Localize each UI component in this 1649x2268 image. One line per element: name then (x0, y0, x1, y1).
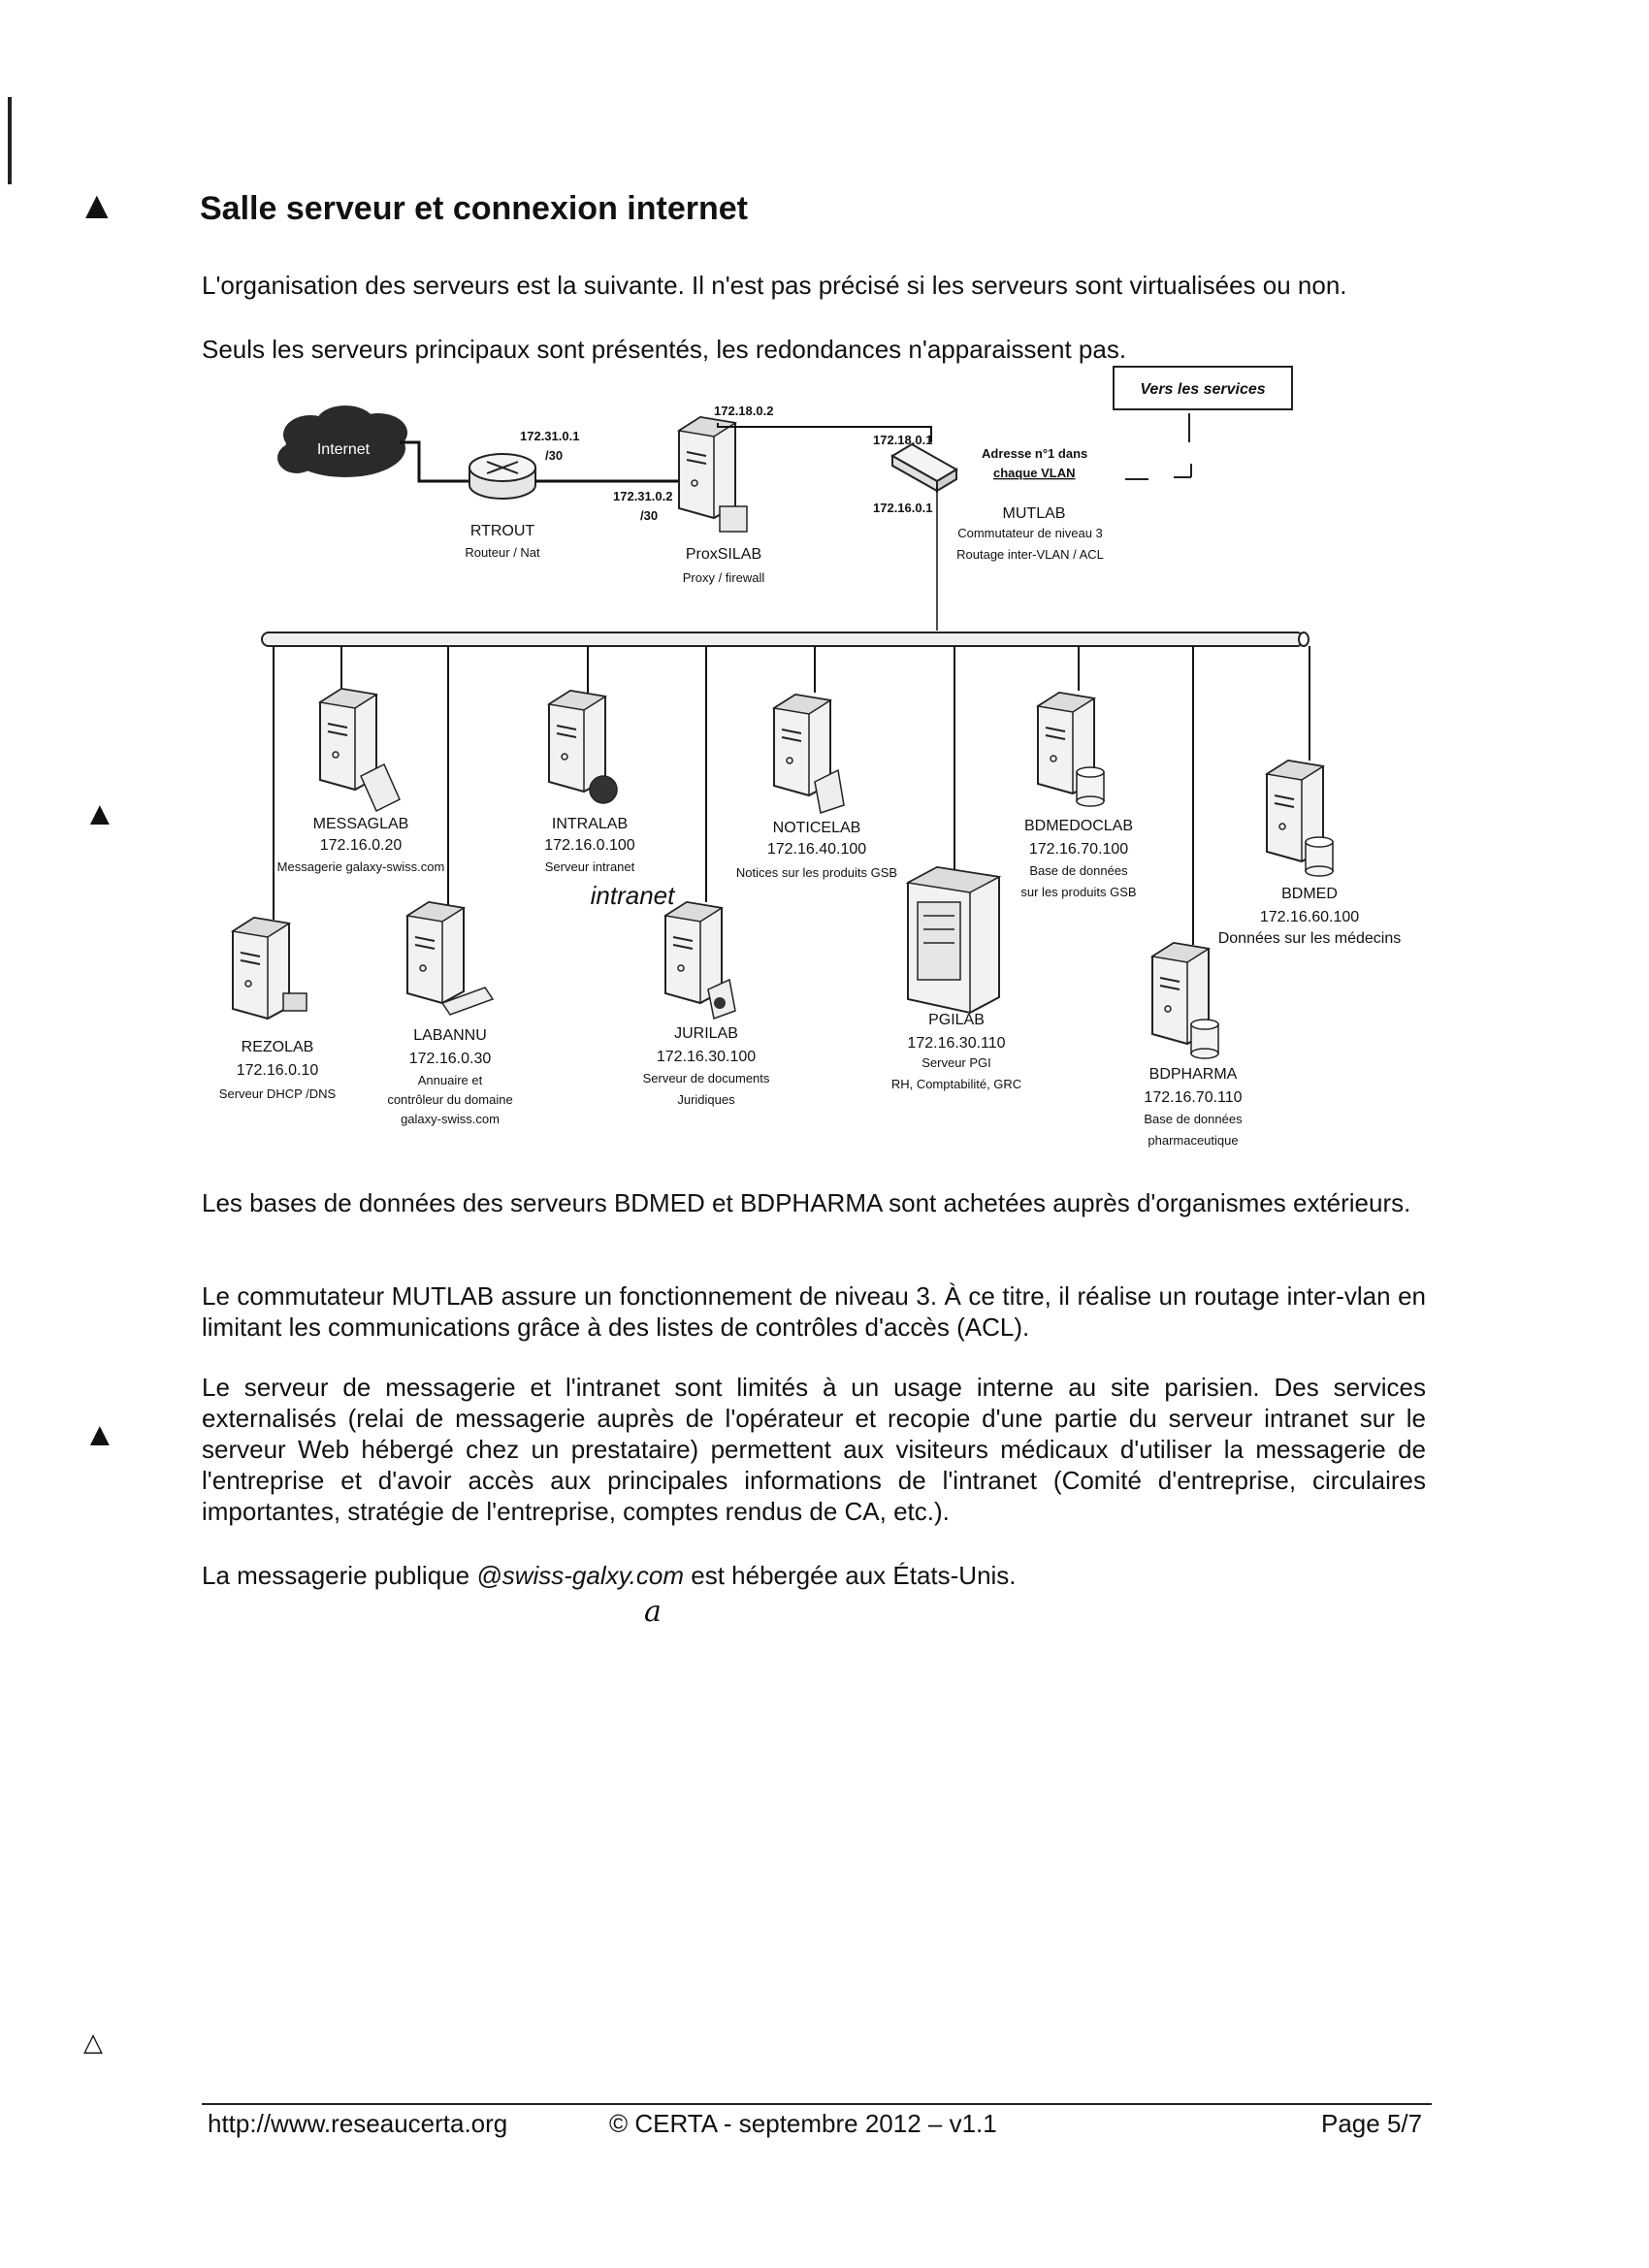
footer-copyright: © CERTA - septembre 2012 – v1.1 (609, 2109, 997, 2138)
scan-mark-4: △ (83, 2027, 103, 2057)
proxsilab-server-icon (678, 416, 736, 519)
handwritten-correction-a: a (644, 1595, 662, 1629)
bdpharma-desc-2: pharmaceutique (1148, 1133, 1238, 1148)
public-messaging-text-after: est hébergée aux États-Unis. (684, 1561, 1017, 1590)
bdmedoclab-name: BDMEDOCLAB (1024, 818, 1133, 834)
noticelab-name: NOTICELAB (773, 820, 861, 836)
labannu-name: LABANNU (413, 1027, 487, 1044)
paragraph-public-messaging: La messagerie publique @swiss-galxy.com … (202, 1560, 1426, 1591)
mutlab-ip-bottom: 172.16.0.1 (873, 501, 932, 515)
rezolab-ip: 172.16.0.10 (237, 1062, 319, 1079)
services-box-label: Vers les services (1140, 381, 1265, 398)
mutlab-desc-2: Routage inter-VLAN / ACL (956, 547, 1104, 562)
intralab-server-icon (548, 690, 606, 793)
public-messaging-text-before: La messagerie publique (202, 1561, 477, 1590)
intralab-desc: Serveur intranet (545, 859, 635, 874)
labannu-desc-1: Annuaire et (418, 1073, 483, 1087)
scan-edge-left (8, 97, 12, 184)
intranet-handwritten-note: intranet (591, 881, 676, 910)
proxsilab-name: ProxSILAB (686, 546, 761, 563)
internet-cloud-icon (277, 405, 407, 477)
page-title: Salle serveur et connexion internet (200, 190, 748, 227)
messaglab-desc: Messagerie galaxy-swiss.com (277, 859, 445, 874)
bdpharma-desc-1: Base de données (1144, 1112, 1243, 1126)
jurilab-desc-2: Juridiques (677, 1092, 735, 1107)
jurilab-name: JURILAB (674, 1025, 738, 1042)
database-icon (1190, 1019, 1219, 1059)
intro-line-2: Seuls les serveurs principaux sont prése… (202, 335, 1127, 364)
paragraph-mutlab: Le commutateur MUTLAB assure un fonction… (202, 1281, 1426, 1342)
labannu-desc-2: contrôleur du domaine (387, 1092, 512, 1107)
database-icon (1305, 836, 1334, 877)
labannu-ip: 172.16.0.30 (409, 1051, 492, 1067)
keyboard-icon (440, 987, 495, 1016)
network-diagram: Vers les services Internet 172.31.0.1 /3… (219, 366, 1402, 1148)
paragraph-messaging: Le serveur de messagerie et l'intranet s… (202, 1373, 1426, 1526)
bdpharma-ip: 172.16.70.110 (1144, 1089, 1242, 1106)
scan-mark-2: ▲ (83, 795, 116, 832)
pgilab-name: PGILAB (928, 1012, 985, 1028)
proxsilab-ip-left: 172.31.0.2 (613, 489, 672, 503)
internet-label: Internet (317, 441, 371, 458)
intralab-name: INTRALAB (552, 816, 628, 832)
rtrout-desc: Routeur / Nat (465, 545, 540, 560)
router-icon (469, 453, 536, 500)
paragraph-databases: Les bases de données des serveurs BDMED … (202, 1188, 1411, 1217)
monitor-icon (282, 992, 307, 1012)
rtrout-mask: /30 (545, 448, 563, 463)
network-bus (261, 632, 1310, 647)
database-icon (1076, 766, 1105, 807)
pgilab-server-icon (905, 865, 1002, 1015)
bdpharma-name: BDPHARMA (1149, 1066, 1238, 1083)
footer-page-number: Page 5/7 (1321, 2109, 1423, 2138)
messaglab-ip: 172.16.0.20 (320, 837, 403, 854)
pgilab-desc-1: Serveur PGI (922, 1055, 991, 1070)
services-box (1113, 366, 1293, 410)
bdmedoclab-ip: 172.16.70.100 (1029, 841, 1128, 858)
mutlab-note-2: chaque VLAN (993, 466, 1076, 480)
rezolab-desc: Serveur DHCP /DNS (219, 1086, 337, 1101)
mutlab-note-1: Adresse n°1 dans (982, 446, 1087, 461)
noticelab-desc: Notices sur les produits GSB (736, 865, 897, 880)
bdmed-desc: Données sur les médecins (1218, 930, 1402, 947)
rtrout-ip: 172.31.0.1 (520, 429, 579, 443)
intralab-ip: 172.16.0.100 (544, 837, 635, 854)
intro-line-1: L'organisation des serveurs est la suiva… (202, 271, 1347, 300)
pgilab-ip: 172.16.30.110 (907, 1035, 1005, 1052)
rtrout-name: RTROUT (470, 523, 535, 539)
proxsilab-desc: Proxy / firewall (683, 570, 765, 585)
footer-rule (202, 2103, 1432, 2105)
mutlab-desc-1: Commutateur de niveau 3 (957, 526, 1103, 540)
rezolab-server-icon (232, 917, 290, 1020)
mutlab-ip-top: 172.18.0.1 (873, 433, 932, 447)
pgilab-desc-2: RH, Comptabilité, GRC (891, 1077, 1021, 1091)
switch-icon (890, 442, 958, 493)
server-drops (273, 646, 1310, 986)
scan-mark-3: ▲ (83, 1416, 116, 1453)
jurilab-ip: 172.16.30.100 (657, 1049, 756, 1065)
rezolab-name: REZOLAB (242, 1039, 314, 1055)
labannu-desc-3: galaxy-swiss.com (401, 1112, 500, 1126)
globe-icon (589, 775, 618, 804)
bdmedoclab-desc-1: Base de données (1029, 863, 1128, 878)
labannu-server-icon (406, 901, 465, 1004)
mutlab-name: MUTLAB (1003, 505, 1066, 522)
proxsilab-mask-left: /30 (640, 508, 658, 523)
bdmed-name: BDMED (1281, 886, 1338, 902)
jurilab-desc-1: Serveur de documents (643, 1071, 770, 1085)
bdmed-ip: 172.16.60.100 (1260, 909, 1359, 925)
bdmedoclab-desc-2: sur les produits GSB (1020, 885, 1136, 899)
footer-url: http://www.reseaucerta.org (208, 2109, 508, 2138)
public-messaging-email: @swiss-galxy.com (476, 1561, 685, 1590)
noticelab-ip: 172.16.40.100 (767, 841, 866, 858)
proxsilab-ip-top: 172.18.0.2 (714, 404, 773, 418)
messaglab-name: MESSAGLAB (313, 816, 409, 832)
scan-mark-1: ▲ (78, 184, 116, 227)
